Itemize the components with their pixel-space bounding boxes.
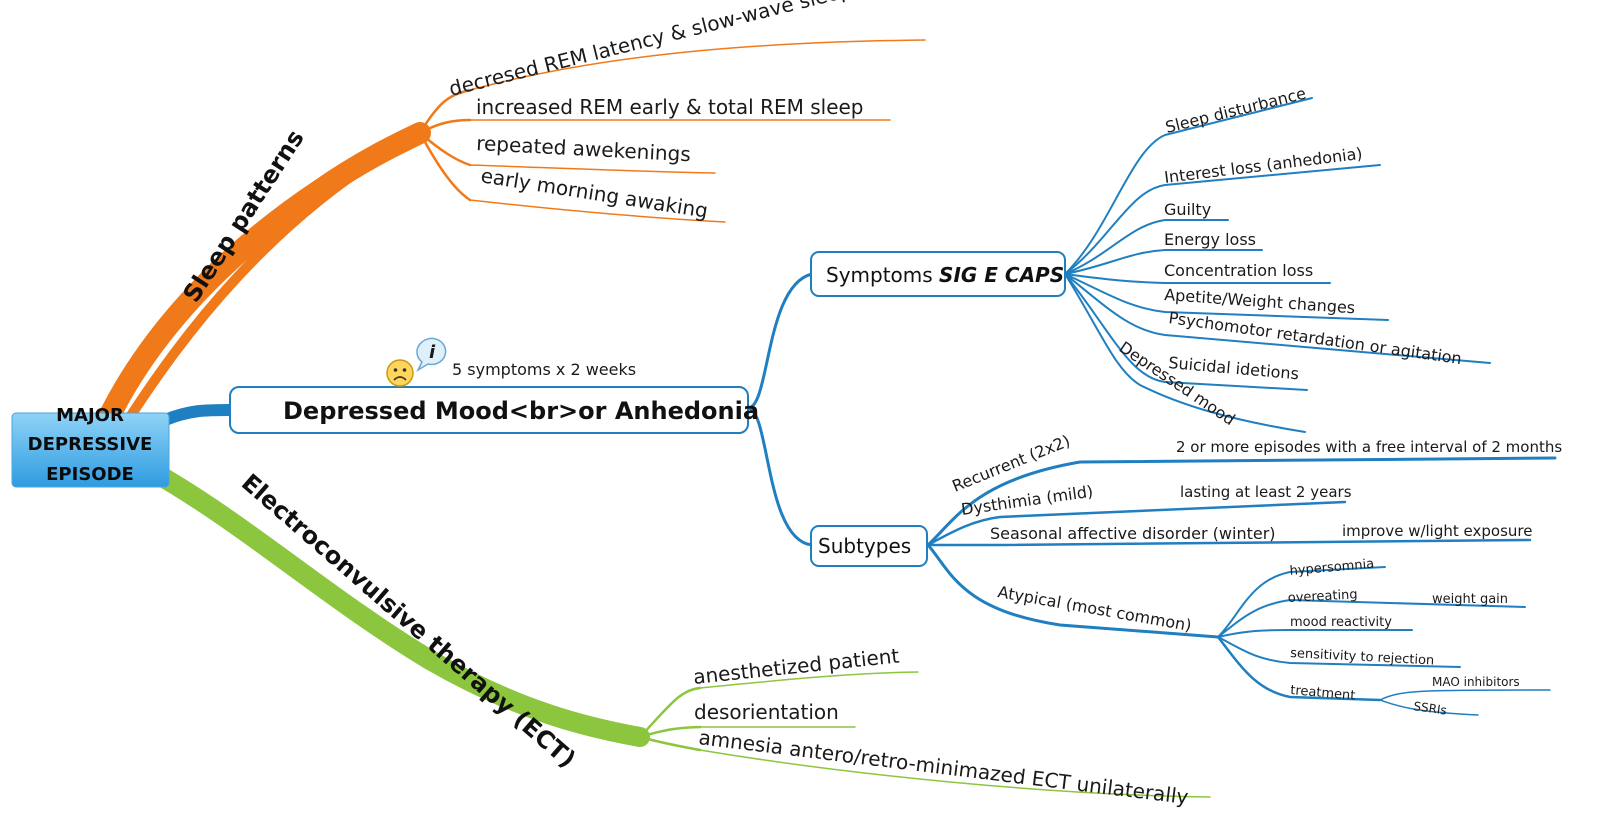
- symptom-item-4: Energy loss: [1164, 230, 1256, 249]
- mood-note: 5 symptoms x 2 weeks: [452, 360, 636, 379]
- symptom-item-3: Guilty: [1164, 200, 1211, 219]
- central-line-2: DEPRESSIVE: [28, 434, 153, 455]
- svg-text:i: i: [429, 342, 436, 363]
- symptoms-node-label: Symptoms SIG E CAPS: [826, 263, 1064, 287]
- mood-main-connector: [159, 404, 236, 426]
- sleep-connector-2: [418, 118, 472, 135]
- central-node[interactable]: MAJOR DEPRESSIVE EPISODE: [11, 405, 170, 488]
- symptom-item-9: Depressed mood: [1116, 338, 1239, 430]
- subtypes-connectors: [926, 456, 1557, 716]
- ect-branch: [140, 460, 1211, 798]
- mood-node[interactable]: [229, 386, 749, 434]
- sleep-item-2: increased REM early & total REM sleep: [476, 95, 864, 119]
- atypical-overeating-detail: weight gain: [1432, 592, 1508, 607]
- sleep-item-1: decresed REM latency & slow-wave sleep: [446, 0, 853, 101]
- subtype-seasonal-detail: improve w/light exposure: [1342, 522, 1532, 540]
- subtypes-node[interactable]: [810, 525, 928, 567]
- atypical-item-3: mood reactivity: [1290, 615, 1392, 630]
- central-line-3: EPISODE: [46, 464, 134, 485]
- symptom-item-5: Concentration loss: [1164, 261, 1313, 280]
- symptoms-connectors: [1064, 97, 1491, 433]
- subtypes-node-label: Subtypes: [818, 534, 911, 558]
- sleep-item-3: repeated awekenings: [476, 131, 692, 166]
- atypical-item-5: treatment: [1290, 683, 1356, 704]
- info-icon: i: [416, 337, 447, 372]
- sleep-connector-1: [418, 88, 472, 135]
- atypical-item-2: overeating: [1287, 587, 1358, 606]
- sleep-connector-3: [418, 131, 472, 167]
- sleep-branch: [94, 39, 926, 436]
- subtype-dysthimia-detail: lasting at least 2 years: [1180, 483, 1352, 501]
- ect-item-1: anesthetized patient: [692, 643, 900, 689]
- sad-face-icon: [386, 359, 414, 387]
- symptom-item-2: Interest loss (anhedonia): [1163, 144, 1363, 187]
- symptom-item-1: Sleep disturbance: [1163, 84, 1308, 137]
- treatment-item-1: MAO inhibitors: [1432, 675, 1520, 689]
- ect-item-3: amnesia antero/retro-minimazed ECT unila…: [697, 725, 1189, 809]
- symptoms-node[interactable]: [810, 251, 1066, 297]
- subtype-recurrent-detail: 2 or more episodes with a free interval …: [1176, 438, 1562, 456]
- mood-node-label: Depressed Mood<br>or Anhedonia: [283, 397, 759, 425]
- subtype-seasonal: Seasonal affective disorder (winter): [990, 524, 1276, 543]
- ect-item-2: desorientation: [694, 700, 839, 724]
- atypical-item-1: hypersomnia: [1289, 557, 1375, 579]
- ect-title: Electroconvulsive therapy (ECT): [236, 468, 581, 773]
- central-line-1: MAJOR: [56, 405, 124, 426]
- treatment-item-2: SSRIs: [1413, 699, 1448, 718]
- sleep-connector-4: [418, 131, 472, 202]
